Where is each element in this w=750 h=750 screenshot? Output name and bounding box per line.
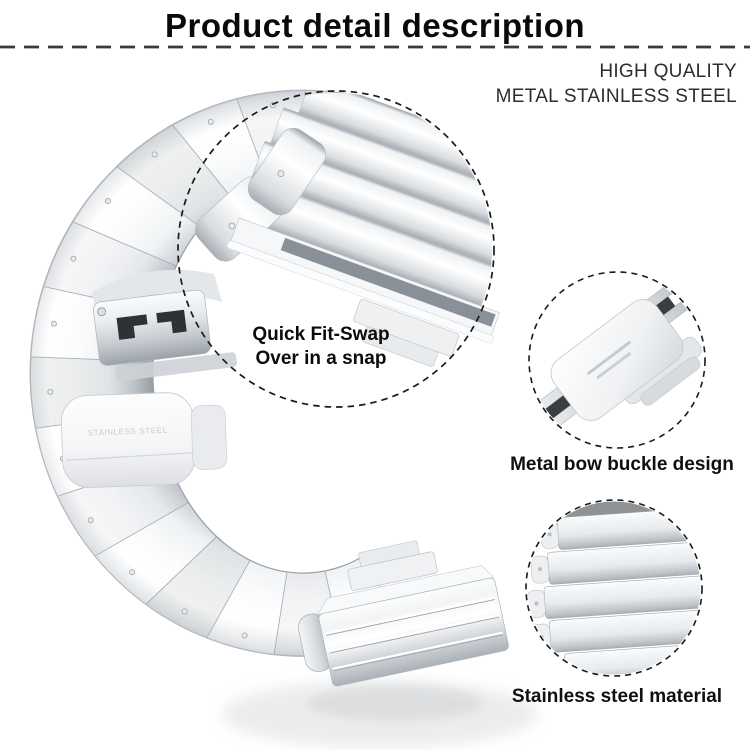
band-link-pin xyxy=(129,569,136,576)
callout-circle-quickfit xyxy=(177,90,495,408)
clasp-fold xyxy=(92,269,222,312)
band-link-pin xyxy=(241,632,248,639)
buckle-photo xyxy=(530,273,704,447)
band-link-pin xyxy=(181,608,188,615)
quick-fit-line2: Over in a snap xyxy=(255,347,387,369)
clasp-mechanism xyxy=(93,289,237,382)
quick-fit-callout-label: Quick Fit-Swap Over in a snap xyxy=(201,323,441,370)
page-title: Product detail description xyxy=(164,7,586,44)
buckle-caption: Metal bow buckle design xyxy=(510,454,734,475)
quality-tagline: HIGH QUALITY METAL STAINLESS STEEL xyxy=(496,59,737,109)
band-link-pin xyxy=(47,388,54,395)
tagline-line1: HIGH QUALITY xyxy=(599,61,737,82)
band-link-pin xyxy=(70,255,77,262)
band-link-pin xyxy=(87,517,94,524)
clasp-engraving-text: STAINLESS STEEL xyxy=(88,426,168,438)
links-photo xyxy=(527,501,701,675)
band-end-connector-bottom xyxy=(298,540,509,687)
callout-circle-buckle xyxy=(528,271,706,449)
tagline-line2: METAL STAINLESS STEEL xyxy=(495,86,737,107)
clasp-plate: STAINLESS STEEL xyxy=(60,392,228,488)
quick-fit-line1: Quick Fit-Swap xyxy=(252,324,390,345)
band-link-pin xyxy=(207,118,214,125)
material-caption: Stainless steel material xyxy=(511,686,723,707)
band-outer-edge xyxy=(30,89,411,657)
band-link-pin xyxy=(151,151,158,158)
callout-circle-material xyxy=(525,499,703,677)
ground-reflection xyxy=(222,680,538,748)
band-end-connector-top xyxy=(194,93,500,367)
band-link-pin xyxy=(50,320,57,327)
band-link-pin xyxy=(104,198,111,205)
